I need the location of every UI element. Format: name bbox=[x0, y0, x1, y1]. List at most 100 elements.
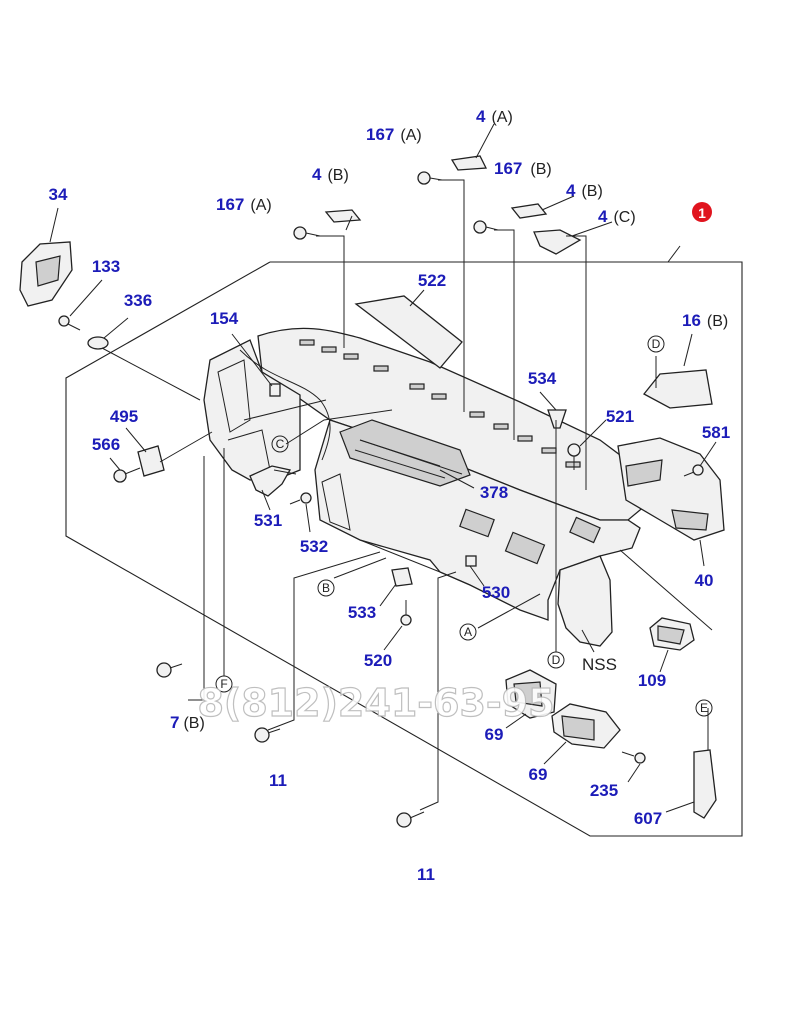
svg-text:D: D bbox=[652, 337, 661, 351]
callout-607[interactable]: 607 bbox=[634, 809, 662, 828]
part-522-cover[interactable] bbox=[354, 295, 463, 369]
part-167-bolt-right[interactable] bbox=[473, 220, 499, 234]
svg-text:11: 11 bbox=[417, 865, 435, 884]
callout-7-b[interactable]: 7(B) bbox=[170, 713, 205, 732]
part-495-pad[interactable] bbox=[137, 445, 165, 477]
callout-495[interactable]: 495 bbox=[110, 407, 138, 426]
svg-text:522: 522 bbox=[418, 271, 446, 290]
callout-532[interactable]: 532 bbox=[300, 537, 328, 556]
svg-text:581: 581 bbox=[702, 423, 730, 442]
callout-566[interactable]: 566 bbox=[92, 435, 120, 454]
callout-378[interactable]: 378 bbox=[480, 483, 508, 502]
callout-521[interactable]: 521 bbox=[606, 407, 634, 426]
part-521-fastener[interactable] bbox=[567, 443, 581, 470]
svg-text:495: 495 bbox=[110, 407, 138, 426]
part-69-vent-right[interactable] bbox=[551, 703, 621, 749]
part-531-bracket[interactable] bbox=[249, 465, 292, 497]
svg-text:11: 11 bbox=[269, 771, 287, 790]
svg-text:B: B bbox=[322, 581, 330, 595]
part-69-vent-left[interactable] bbox=[505, 669, 557, 719]
svg-text:521: 521 bbox=[606, 407, 634, 426]
svg-text:69: 69 bbox=[485, 725, 504, 744]
svg-text:69: 69 bbox=[529, 765, 548, 784]
callout-109[interactable]: 109 bbox=[638, 671, 666, 690]
ref-mark-f: F bbox=[215, 675, 233, 693]
callout-534[interactable]: 534 bbox=[528, 369, 557, 388]
callout-154[interactable]: 154 bbox=[210, 309, 239, 328]
part-11-bolt-left[interactable] bbox=[254, 727, 281, 743]
callout-4-c[interactable]: 4(C) bbox=[598, 207, 636, 226]
svg-text:4(A): 4(A) bbox=[476, 107, 513, 126]
callout-4-a[interactable]: 4(A) bbox=[476, 107, 513, 126]
callout-167-b[interactable]: 167(B) bbox=[494, 159, 552, 178]
callout-4-b-left[interactable]: 4(B) bbox=[312, 165, 349, 184]
svg-text:40: 40 bbox=[695, 571, 714, 590]
watermark: 8(812)241-63-95 bbox=[197, 681, 554, 725]
part-534-clip[interactable] bbox=[547, 409, 567, 429]
ref-mark-d-top: D bbox=[647, 335, 665, 353]
assembly-marker[interactable]: 1 bbox=[692, 202, 712, 222]
callout-581[interactable]: 581 bbox=[702, 423, 730, 442]
part-34-side-bracket[interactable] bbox=[19, 241, 73, 307]
part-133-screw[interactable] bbox=[58, 315, 81, 331]
part-581-screw[interactable] bbox=[683, 464, 704, 477]
callout-167-a-left[interactable]: 167(A) bbox=[216, 195, 272, 214]
nss-label: NSS bbox=[582, 655, 617, 674]
svg-text:D: D bbox=[552, 653, 561, 667]
svg-text:16(B): 16(B) bbox=[682, 311, 728, 330]
callout-133[interactable]: 133 bbox=[92, 257, 120, 276]
part-4-clip-b-left[interactable] bbox=[324, 209, 362, 223]
part-607-clip[interactable] bbox=[693, 749, 717, 819]
svg-text:A: A bbox=[464, 625, 472, 639]
part-4-clip-c[interactable] bbox=[533, 229, 582, 255]
svg-text:532: 532 bbox=[300, 537, 328, 556]
svg-text:4(B): 4(B) bbox=[312, 165, 349, 184]
callout-533[interactable]: 533 bbox=[348, 603, 376, 622]
part-336-grommet[interactable] bbox=[87, 336, 109, 350]
svg-text:378: 378 bbox=[480, 483, 508, 502]
callout-16-b[interactable]: 16(B) bbox=[682, 311, 728, 330]
callout-336[interactable]: 336 bbox=[124, 291, 152, 310]
callout-530[interactable]: 530 bbox=[482, 583, 510, 602]
ref-mark-a: A bbox=[459, 623, 477, 641]
svg-text:531: 531 bbox=[254, 511, 282, 530]
svg-text:34: 34 bbox=[49, 185, 68, 204]
callout-69-left[interactable]: 69 bbox=[485, 725, 504, 744]
callout-34[interactable]: 34 bbox=[49, 185, 68, 204]
callout-4-b-right[interactable]: 4(B) bbox=[566, 181, 603, 200]
svg-text:336: 336 bbox=[124, 291, 152, 310]
instrument-panel[interactable] bbox=[203, 327, 653, 647]
callout-11-bottom[interactable]: 11 bbox=[417, 865, 435, 884]
part-40-duct[interactable] bbox=[617, 437, 725, 541]
callout-167-a-top[interactable]: 167(A) bbox=[366, 125, 422, 144]
ref-mark-c: C bbox=[271, 435, 289, 453]
part-11-bolt-bottom[interactable] bbox=[396, 811, 425, 828]
callout-522[interactable]: 522 bbox=[418, 271, 446, 290]
part-4-clip-b-right[interactable] bbox=[510, 203, 548, 219]
svg-text:154: 154 bbox=[210, 309, 239, 328]
part-154-clip[interactable] bbox=[269, 383, 281, 397]
part-566-screw[interactable] bbox=[113, 467, 141, 483]
part-167-bolt-top[interactable] bbox=[417, 171, 443, 185]
part-532-screw[interactable] bbox=[289, 492, 312, 505]
svg-text:4(B): 4(B) bbox=[566, 181, 603, 200]
part-109-vent[interactable] bbox=[649, 617, 695, 651]
callout-531[interactable]: 531 bbox=[254, 511, 282, 530]
callout-11-left[interactable]: 11 bbox=[269, 771, 287, 790]
part-533-clip[interactable] bbox=[391, 567, 413, 587]
part-378-panel[interactable] bbox=[359, 439, 463, 475]
part-7-bolt[interactable] bbox=[156, 662, 183, 678]
part-530-clip[interactable] bbox=[465, 555, 477, 567]
part-16-bracket[interactable] bbox=[643, 369, 713, 409]
callout-40[interactable]: 40 bbox=[695, 571, 714, 590]
part-235-screw[interactable] bbox=[621, 751, 646, 764]
part-520-screw[interactable] bbox=[400, 600, 412, 626]
part-167-bolt-left[interactable] bbox=[293, 226, 321, 240]
callout-520[interactable]: 520 bbox=[364, 651, 392, 670]
leader-lines bbox=[49, 123, 717, 813]
callout-235[interactable]: 235 bbox=[590, 781, 618, 800]
part-4-clip-a[interactable] bbox=[450, 155, 488, 171]
assembly-frame bbox=[65, 261, 743, 837]
callout-69-right[interactable]: 69 bbox=[529, 765, 548, 784]
